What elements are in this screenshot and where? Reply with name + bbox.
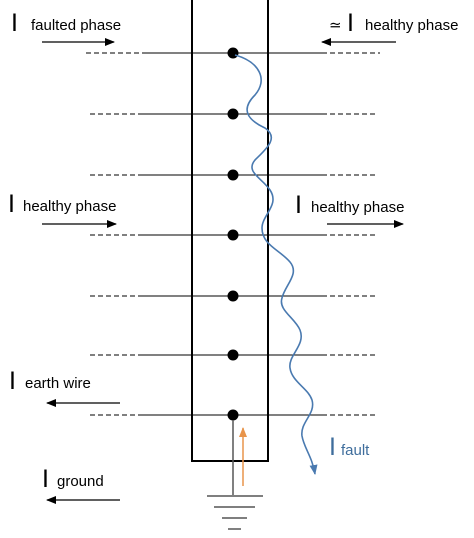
label-earth-wire: I earth wire [9,367,91,395]
fault-current-wave [234,54,318,475]
label-fault: I fault [329,433,370,461]
label-healthy-phase-left: I healthy phase [8,190,116,218]
junction-dot-icon [227,290,239,302]
label-symbol: I [42,465,49,493]
label-text: ground [57,473,104,490]
label-healthy-phase-right: I healthy phase [295,191,404,219]
label-text: earth wire [25,375,91,392]
label-faulted-phase: I faulted phase [11,9,121,37]
label-text: faulted phase [31,17,121,34]
junction-dot-icon [227,409,239,421]
junction-dot-icon [227,108,239,120]
label-symbol: I [295,191,302,219]
junction-dot-icon [227,169,239,181]
label-text: fault [341,442,370,459]
ground-symbol-icon [207,495,263,530]
label-symbol: I [11,9,18,37]
label-symbol: I [329,433,336,461]
label-symbol: I [347,9,354,37]
label-text: healthy phase [365,17,458,34]
label-symbol: I [8,190,15,218]
label-text: healthy phase [311,199,404,216]
tower-body [191,0,269,462]
label-healthy-phase-top-right: ≃ I healthy phase [329,9,458,37]
label-ground: I ground [42,465,104,493]
junction-dot-icon [227,349,239,361]
label-prefix: ≃ [329,17,342,34]
junction-dot-icon [227,229,239,241]
label-text: healthy phase [23,198,116,215]
label-symbol: I [9,367,16,395]
junction-dot-icon [227,47,239,59]
